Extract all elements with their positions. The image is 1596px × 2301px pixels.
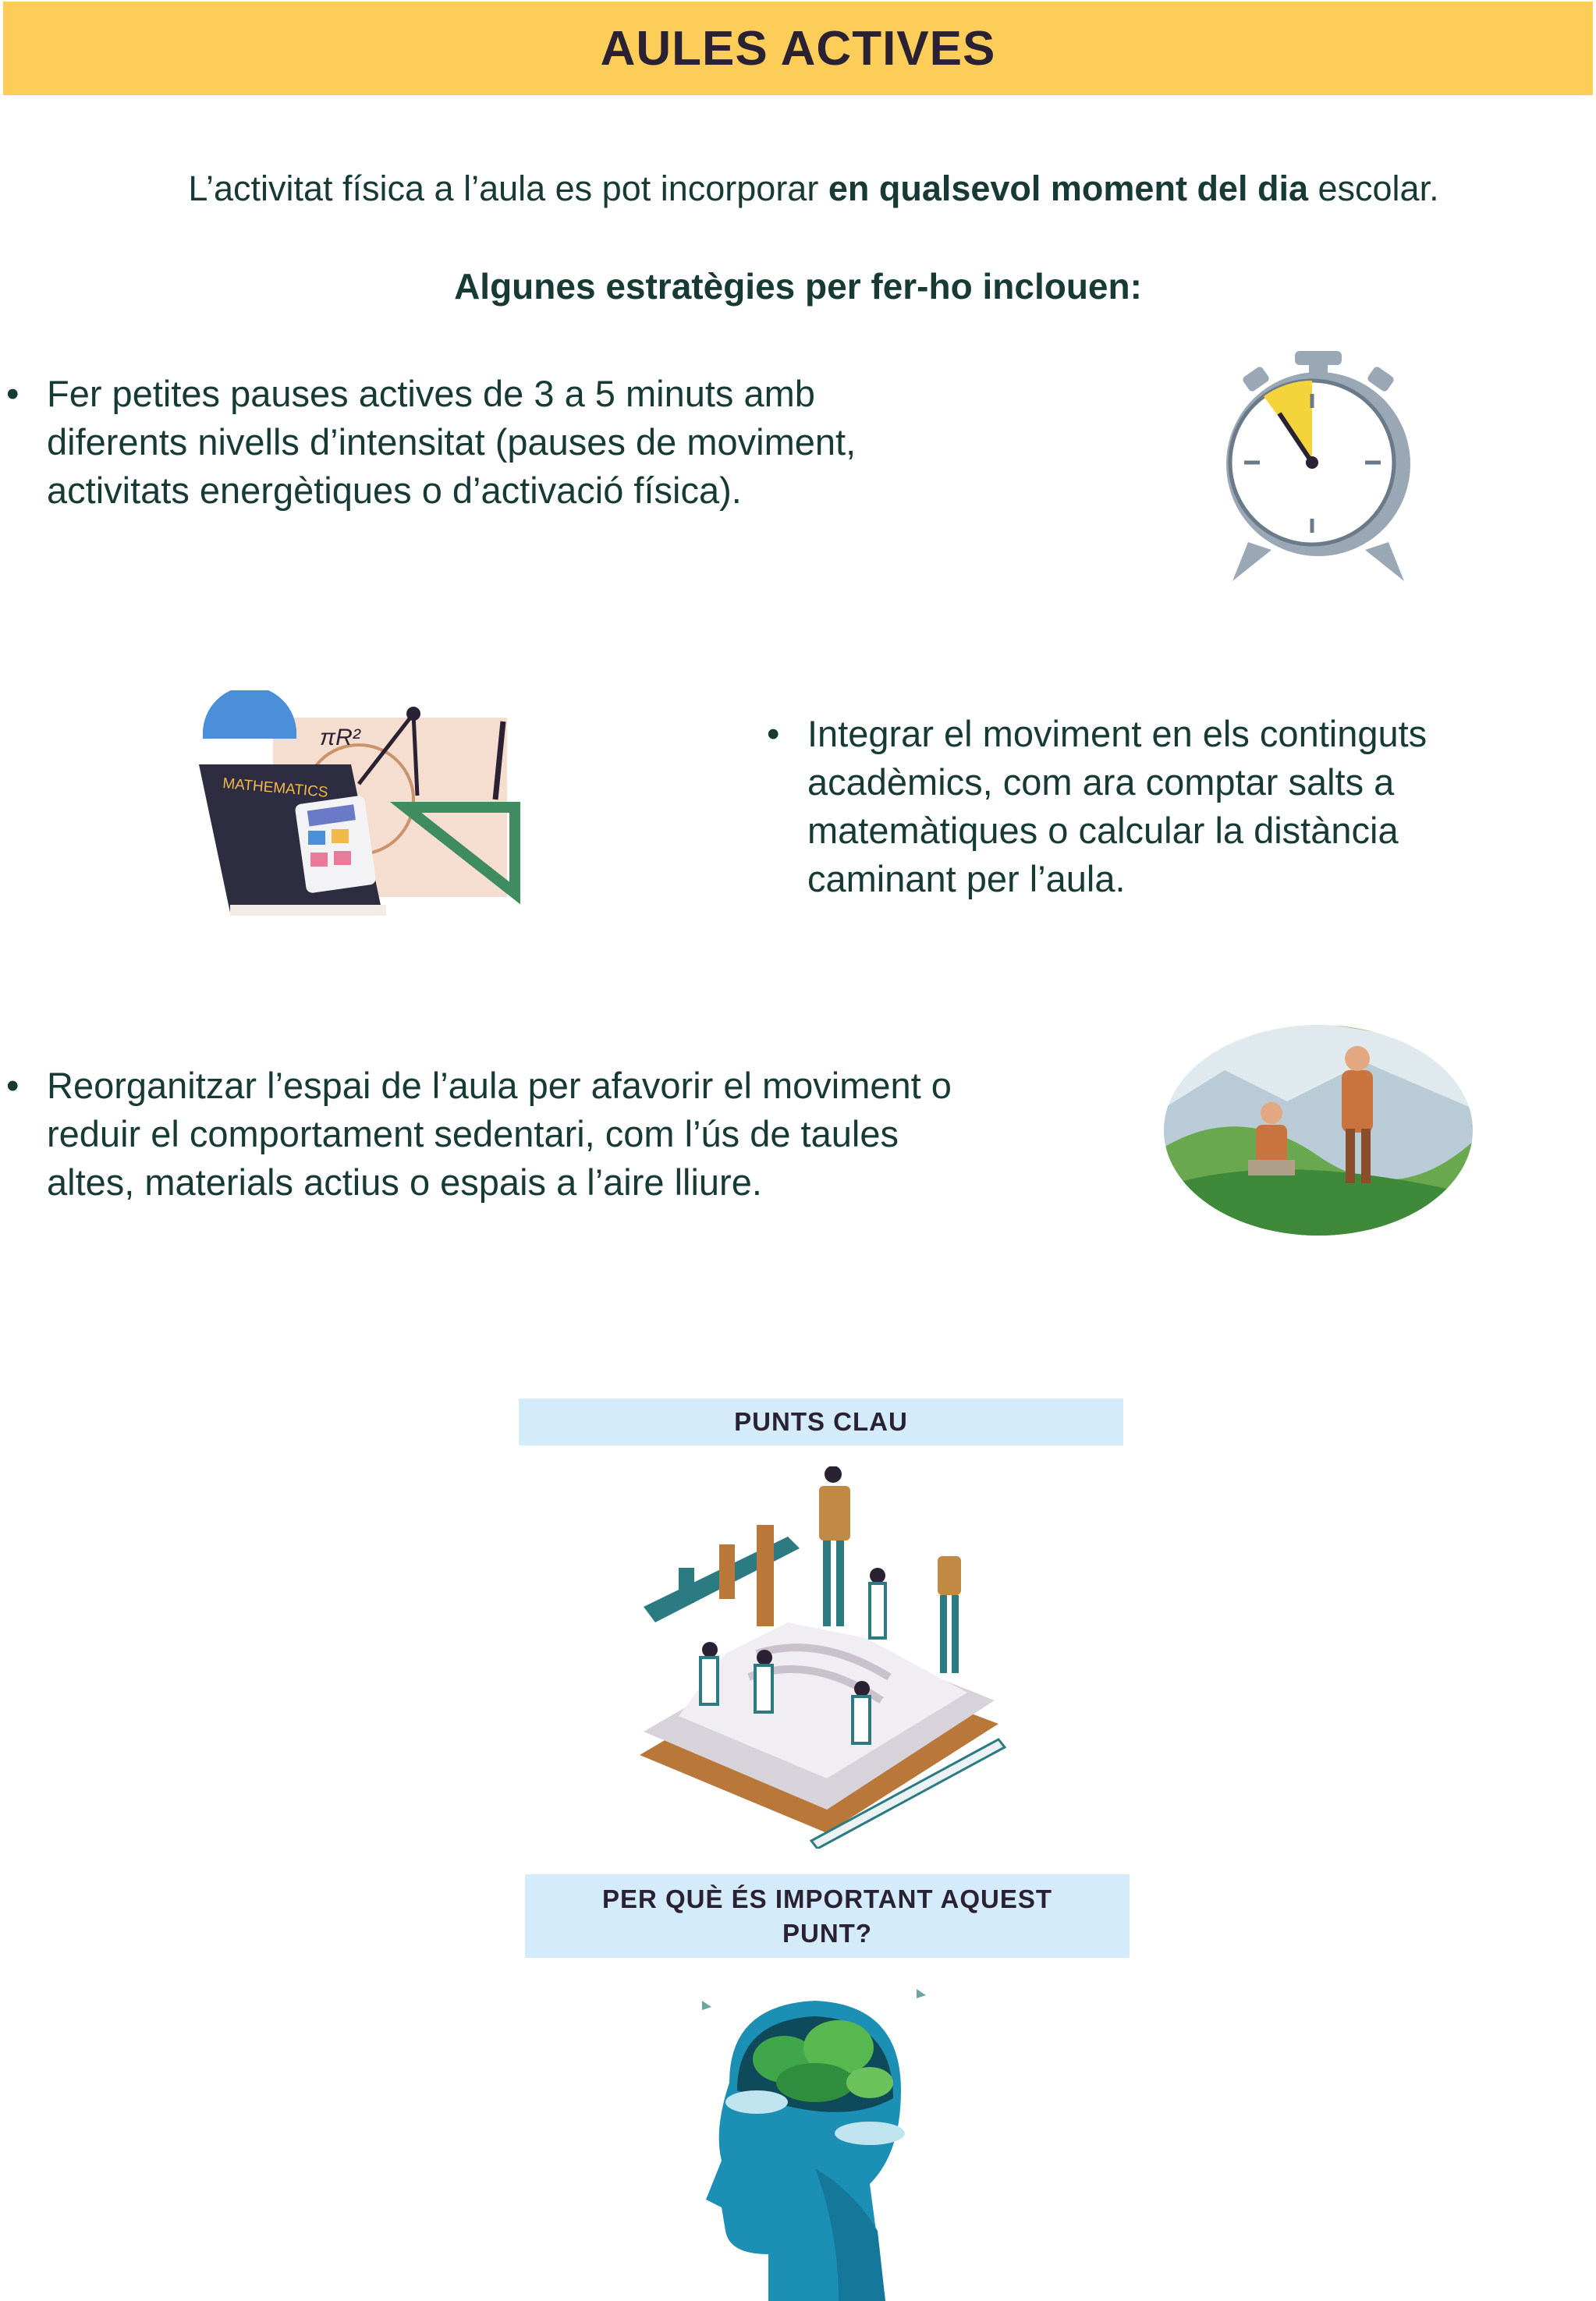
- key-points-header: PUNTS CLAU: [519, 1399, 1123, 1445]
- intro-text-end: escolar.: [1307, 168, 1439, 208]
- strategy-item-1: • Fer petites pauses actives de 3 a 5 mi…: [6, 370, 920, 515]
- strategy-text: Fer petites pauses actives de 3 a 5 minu…: [47, 373, 857, 511]
- strategies-heading: Algunes estratègies per fer-ho inclouen:: [454, 266, 1142, 307]
- title-banner: AULES ACTIVES: [3, 2, 1593, 95]
- page-title: AULES ACTIVES: [600, 21, 996, 76]
- intro-text: L’activitat física a l’aula es pot incor…: [0, 168, 1596, 209]
- classroom-book-illustration: [640, 1466, 1007, 1849]
- strategy-text: Reorganitzar l’espai de l’aula per afavo…: [47, 1065, 952, 1203]
- outdoor-hikers-illustration: [1164, 1025, 1473, 1236]
- bullet-dot: •: [767, 713, 780, 754]
- strategy-item-2: • Integrar el moviment en els continguts…: [767, 710, 1556, 903]
- mathematics-book-icon: πR² MATHEMATICS: [199, 690, 520, 916]
- intro-text-start: L’activitat física a l’aula es pot incor…: [188, 168, 828, 208]
- formula-text: πR²: [320, 725, 361, 750]
- key-points-label: PUNTS CLAU: [734, 1407, 908, 1436]
- bullet-dot: •: [6, 373, 20, 414]
- strategy-text: Integrar el moviment en els continguts a…: [807, 713, 1428, 899]
- why-important-header: PER QUÈ ÉS IMPORTANT AQUEST PUNT?: [525, 1874, 1130, 1958]
- strategy-item-3: • Reorganitzar l’espai de l’aula per afa…: [6, 1062, 967, 1207]
- bullet-dot: •: [6, 1065, 20, 1106]
- intro-text-bold: en qualsevol moment del dia: [828, 168, 1308, 208]
- stopwatch-icon: [1226, 351, 1410, 581]
- growing-mind-head-illustration: [702, 1989, 926, 2301]
- why-important-label: PER QUÈ ÉS IMPORTANT AQUEST PUNT?: [601, 1884, 1053, 1948]
